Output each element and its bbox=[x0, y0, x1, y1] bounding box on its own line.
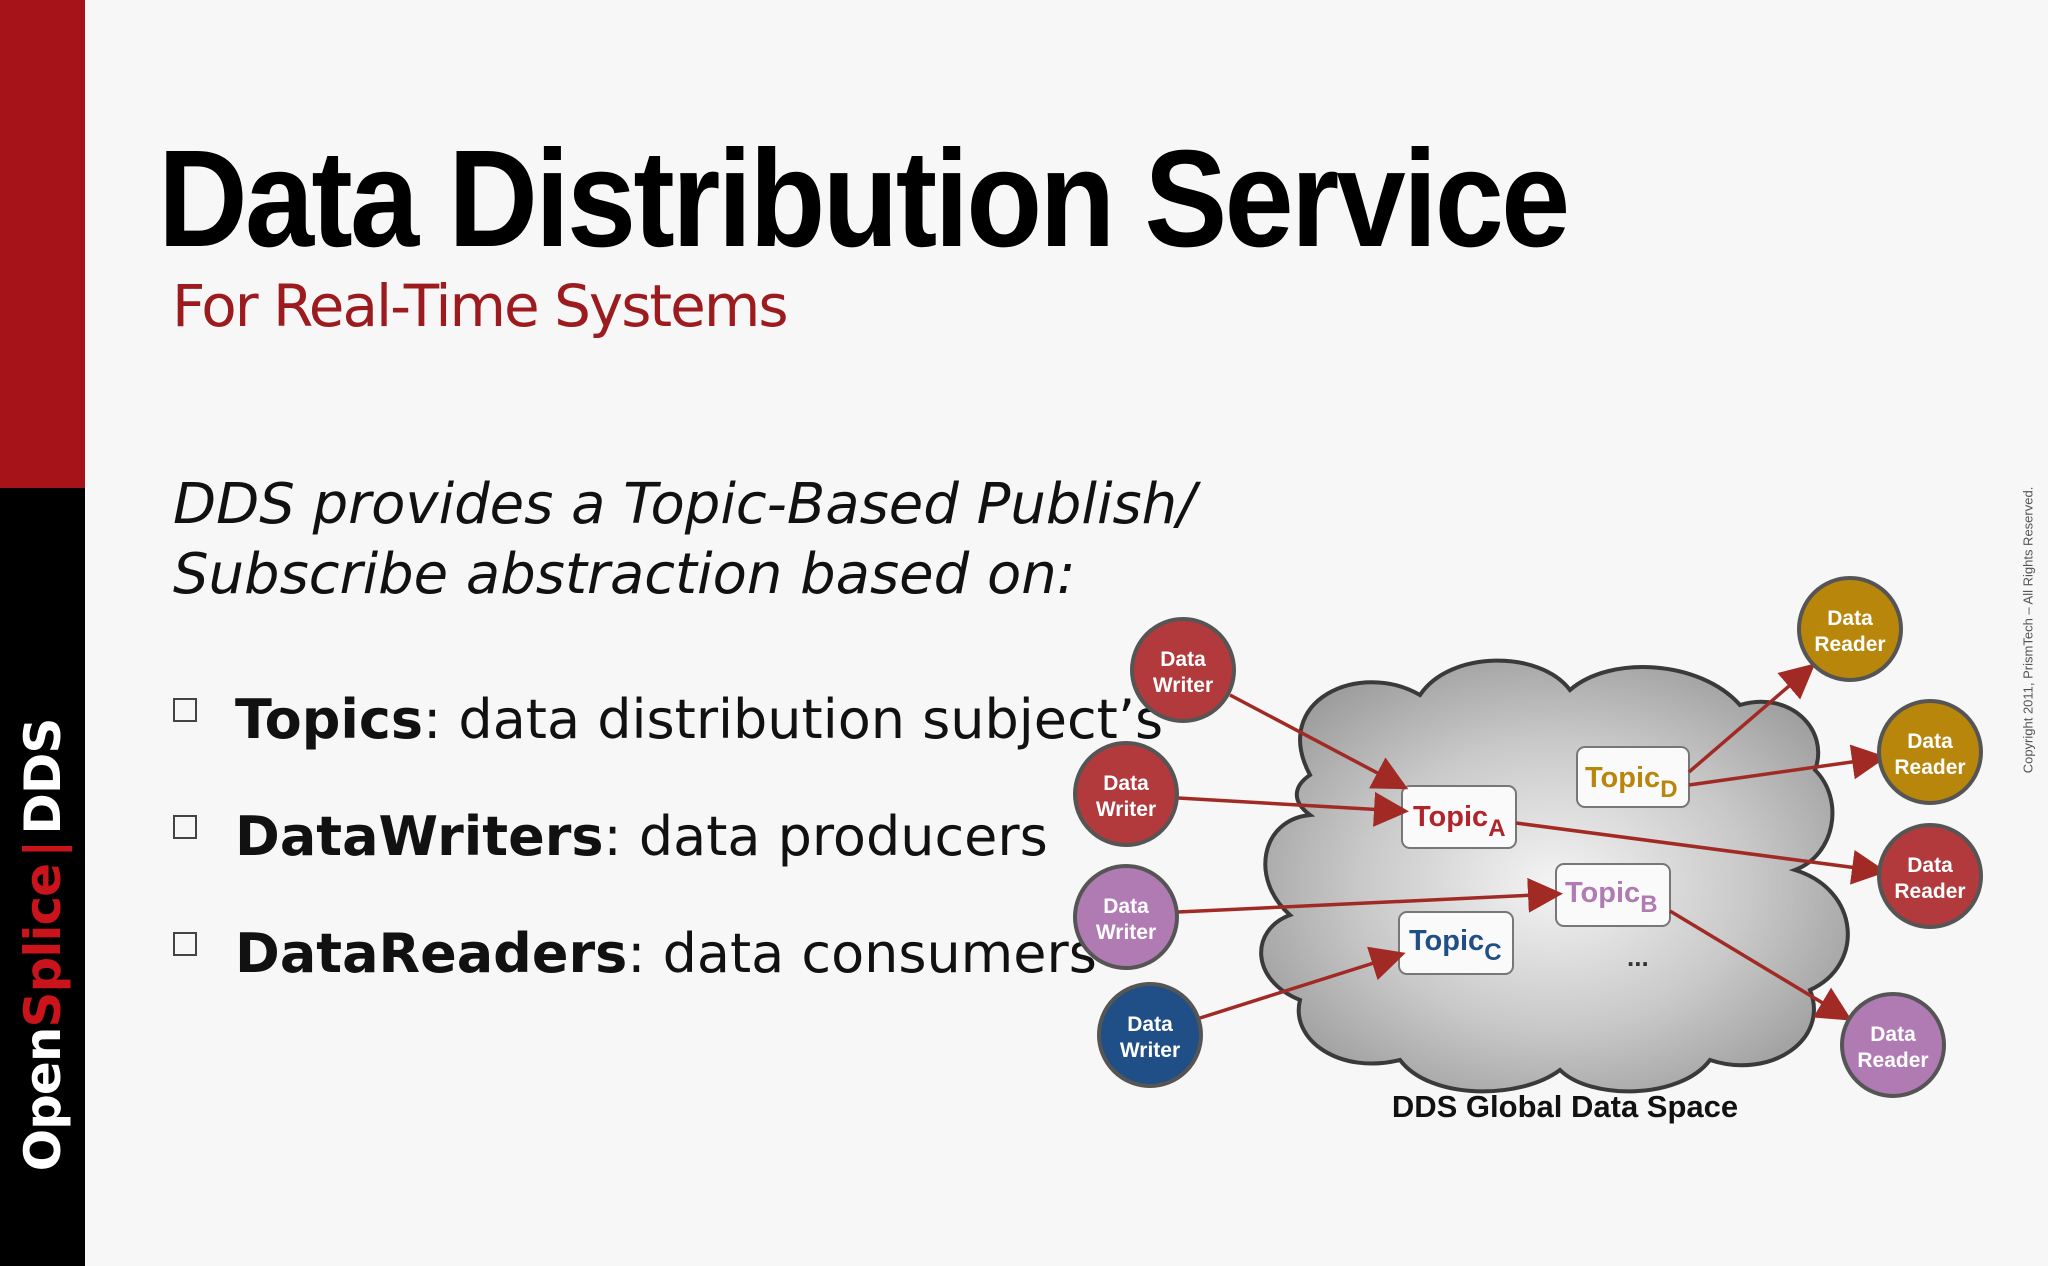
bullet-term: Topics bbox=[235, 688, 424, 751]
reader-4-line1: Data bbox=[1870, 1023, 1916, 1046]
topic-d-label: TopicD bbox=[1585, 762, 1678, 803]
arrows-group bbox=[1177, 663, 1887, 1021]
reader-3-line1: Data bbox=[1907, 854, 1953, 877]
bullet-text: : data distribution subject’s bbox=[423, 688, 1164, 751]
arrow-w1-topic-a bbox=[1229, 693, 1409, 790]
bullet-topics: Topics: data distribution subject’s bbox=[173, 688, 1163, 751]
sidebar-accent-black bbox=[0, 488, 85, 1266]
data-writer-2: Data Writer bbox=[1073, 741, 1179, 847]
writer-4-line1: Data bbox=[1127, 1013, 1173, 1036]
data-reader-4: Data Reader bbox=[1840, 992, 1946, 1098]
reader-2-line2: Reader bbox=[1894, 756, 1965, 779]
writer-2-line2: Writer bbox=[1096, 798, 1156, 821]
slide-subtitle: For Real-Time Systems bbox=[172, 272, 789, 340]
topic-c-label: TopicC bbox=[1409, 925, 1502, 966]
bullet-text: : data producers bbox=[603, 805, 1048, 868]
writer-2-line1: Data bbox=[1103, 772, 1149, 795]
intro-line-1: DDS provides a Topic-Based Publish/ bbox=[173, 472, 1197, 537]
topic-b-label: TopicB bbox=[1565, 877, 1658, 918]
writer-1-line1: Data bbox=[1160, 648, 1206, 671]
intro-line-2: Subscribe abstraction based on: bbox=[173, 542, 1076, 607]
writer-3-line2: Writer bbox=[1096, 921, 1156, 944]
topic-c-box bbox=[1398, 911, 1514, 975]
reader-4-line2: Reader bbox=[1857, 1049, 1928, 1072]
data-reader-3: Data Reader bbox=[1877, 823, 1983, 929]
arrow-topic-d-r2 bbox=[1688, 744, 1887, 787]
arrow-topic-b-r4 bbox=[1669, 909, 1852, 1021]
topic-d-box bbox=[1576, 746, 1690, 808]
bullet-box-icon bbox=[173, 815, 197, 839]
data-reader-2: Data Reader bbox=[1877, 699, 1983, 805]
reader-3-line2: Reader bbox=[1894, 880, 1965, 903]
arrow-topic-d-r1 bbox=[1687, 663, 1816, 774]
data-writer-4: Data Writer bbox=[1097, 982, 1203, 1088]
arrow-w4-topic-c bbox=[1199, 946, 1406, 1020]
reader-1-line2: Reader bbox=[1814, 633, 1885, 656]
ellipsis-label: ... bbox=[1627, 942, 1649, 972]
global-data-space-cloud bbox=[1259, 658, 1850, 1094]
intro-text: DDS provides a Topic-Based Publish/ Subs… bbox=[173, 470, 1223, 610]
bullet-datareaders: DataReaders: data consumers bbox=[173, 922, 1097, 985]
arrow-w2-topic-a bbox=[1177, 791, 1409, 827]
writer-1-line2: Writer bbox=[1153, 674, 1213, 697]
bullet-box-icon bbox=[173, 932, 197, 956]
reader-2-line1: Data bbox=[1907, 730, 1953, 753]
reader-1-line1: Data bbox=[1827, 607, 1873, 630]
slide-title: Data Distribution Service bbox=[158, 122, 1570, 276]
topic-a-label: TopicA bbox=[1413, 801, 1506, 842]
bullet-term: DataWriters bbox=[235, 805, 604, 868]
arrow-w3-topic-b bbox=[1177, 877, 1563, 914]
arrow-topic-a-r3 bbox=[1515, 821, 1887, 885]
data-writer-3: Data Writer bbox=[1073, 864, 1179, 970]
bullet-datawriters: DataWriters: data producers bbox=[173, 805, 1048, 868]
bullet-box-icon bbox=[173, 698, 197, 722]
writer-4-line2: Writer bbox=[1120, 1039, 1180, 1062]
bullet-term: DataReaders bbox=[235, 922, 628, 985]
data-writer-1: Data Writer bbox=[1130, 617, 1236, 723]
bullet-text: : data consumers bbox=[627, 922, 1097, 985]
data-reader-1: Data Reader bbox=[1797, 576, 1903, 682]
diagram-caption: DDS Global Data Space bbox=[1392, 1089, 1738, 1124]
sidebar-accent-red bbox=[0, 0, 85, 488]
copyright-notice: Copyright 2011, PrismTech – All Rights R… bbox=[2020, 486, 2036, 774]
writer-3-line1: Data bbox=[1103, 895, 1149, 918]
